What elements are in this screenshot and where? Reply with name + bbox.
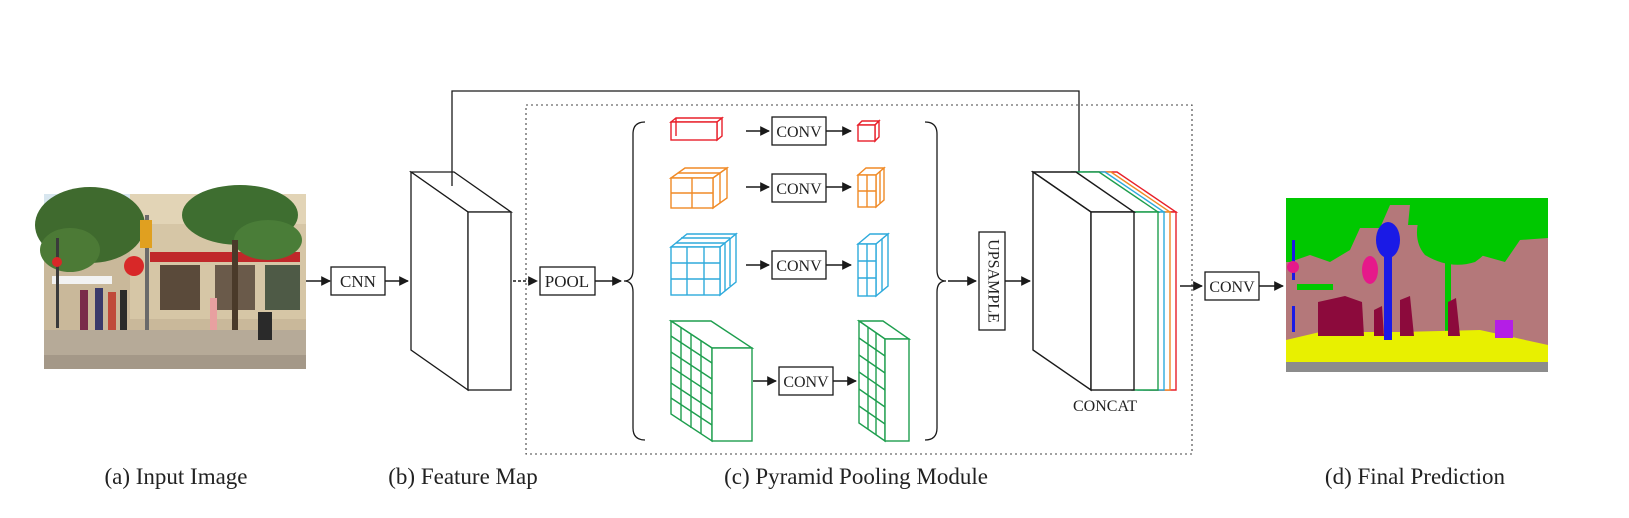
pyramid-module-border xyxy=(525,104,1193,455)
concat-stack xyxy=(1030,170,1179,392)
level1-conv-label: CONV xyxy=(776,124,822,141)
level1-pooled-cube xyxy=(669,116,724,142)
skip-connection xyxy=(451,90,1084,189)
pool-label: POOL xyxy=(545,272,589,291)
final-prediction-image xyxy=(1286,198,1548,372)
level4-pooled-cube xyxy=(668,319,755,443)
right-bracket xyxy=(924,121,947,441)
level2-conv-label: CONV xyxy=(776,181,822,198)
cnn-label: CNN xyxy=(340,272,376,291)
level3-output-cube xyxy=(856,232,890,298)
cnn-box: CNN xyxy=(330,266,386,296)
level3-conv-box: CONV xyxy=(771,250,827,280)
level4-output-cube xyxy=(856,319,912,443)
level2-conv-box: CONV xyxy=(771,173,827,203)
level1-output-cube xyxy=(856,119,881,143)
level4-conv-label: CONV xyxy=(783,374,829,391)
left-bracket xyxy=(623,121,646,441)
pool-box: POOL xyxy=(539,266,596,296)
caption-input-image: (a) Input Image xyxy=(104,464,247,489)
level4-conv-box: CONV xyxy=(778,366,834,396)
concat-label: CONCAT xyxy=(1073,398,1137,415)
level2-pooled-cube xyxy=(668,166,730,210)
level2-output-cube xyxy=(856,166,886,209)
level1-conv-box: CONV xyxy=(771,116,827,146)
level3-pooled-cube xyxy=(669,232,738,297)
input-image xyxy=(35,185,306,369)
upsample-box: UPSAMPLE xyxy=(978,231,1006,331)
level3-conv-label: CONV xyxy=(776,258,822,275)
feature-map xyxy=(408,170,514,392)
final-conv-label: CONV xyxy=(1209,279,1255,296)
upsample-label: UPSAMPLE xyxy=(984,239,1001,323)
caption-pyramid-module: (c) Pyramid Pooling Module xyxy=(724,464,988,489)
final-conv-box: CONV xyxy=(1204,271,1260,301)
caption-final-prediction: (d) Final Prediction xyxy=(1325,464,1506,489)
caption-feature-map: (b) Feature Map xyxy=(388,464,537,489)
